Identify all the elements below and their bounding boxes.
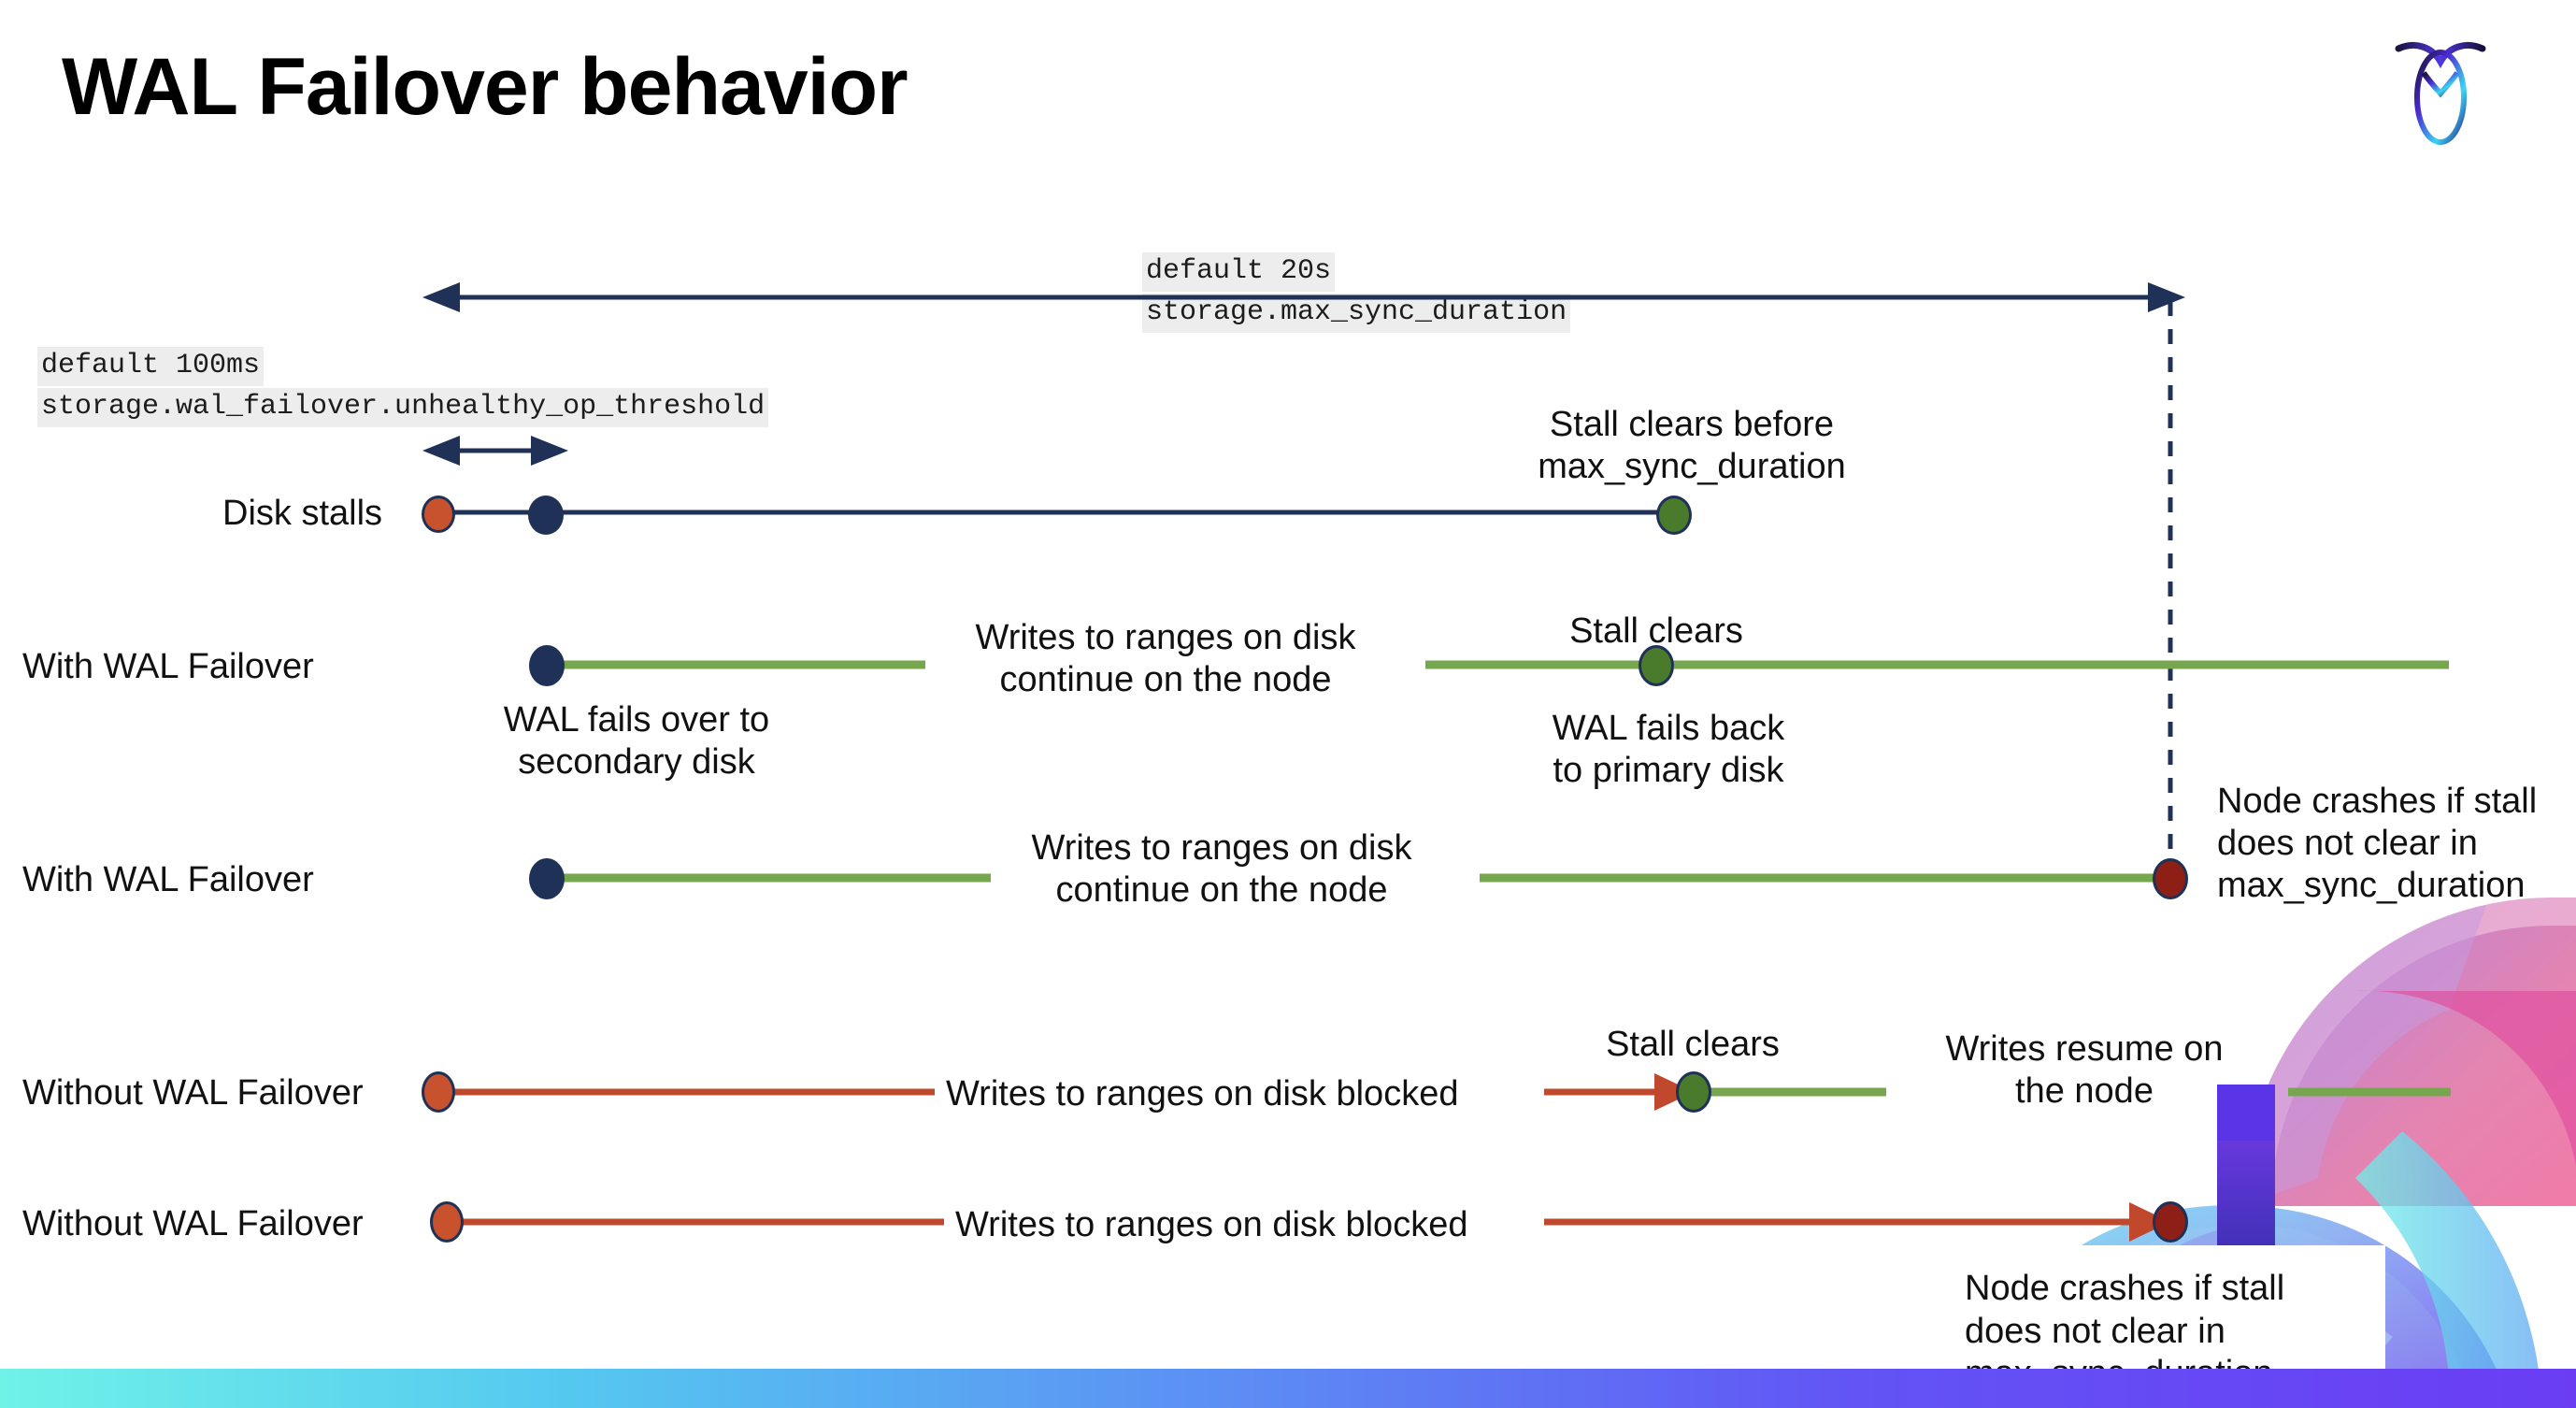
row-label-with-wal-failover-crash: With WAL Failover — [22, 860, 314, 899]
annotation-line-1: Writes to ranges on disk — [1031, 828, 1412, 868]
bottom-gradient-bar — [0, 1369, 2576, 1408]
row-label-with-wal-failover-clears: With WAL Failover — [22, 647, 314, 686]
unhealthy-threshold-setting-label: storage.wal_failover.unhealthy_op_thresh… — [37, 388, 769, 427]
dot-stall-start-row5 — [430, 1201, 464, 1243]
annotation-writes-resume-row4: Writes resume on the node — [1925, 1028, 2243, 1113]
annotation-line-2: max_sync_duration — [1538, 446, 1846, 486]
annotation-node-crashes-row3: Node crashes if stall does not clear in … — [2217, 781, 2563, 906]
annotation-stall-clears-row2: Stall clears — [1569, 611, 1743, 651]
dot-stall-start-disk-stalls — [422, 496, 455, 533]
callout-line-1: Node crashes if stall — [1965, 1269, 2285, 1308]
dot-failover-start-row3 — [529, 858, 565, 899]
annotation-stall-clears-before-max-sync: Stall clears before max_sync_duration — [1524, 404, 1860, 488]
max-sync-default-label: default 20s — [1142, 252, 1336, 292]
annotation-line-1: Stall clears before — [1549, 405, 1835, 444]
annotation-line-2: continue on the node — [999, 659, 1332, 699]
cockroachdb-logo-icon — [2389, 28, 2492, 150]
max-sync-setting-label: storage.max_sync_duration — [1142, 294, 1571, 333]
annotation-line-1: WAL fails over to — [503, 700, 770, 740]
annotation-line-2: continue on the node — [1055, 869, 1388, 910]
annotation-line-3: max_sync_duration — [2217, 865, 2526, 905]
annotation-writes-blocked-row5: Writes to ranges on disk blocked — [955, 1205, 1468, 1244]
dot-stall-start-row4 — [422, 1071, 455, 1113]
dot-stall-clears-disk-stalls — [1656, 496, 1692, 535]
row-label-without-wal-failover-crash: Without WAL Failover — [22, 1204, 364, 1243]
callout-line-2: does not clear in — [1965, 1311, 2225, 1351]
annotation-line-1: WAL fails back — [1552, 709, 1785, 748]
annotation-line-2: secondary disk — [518, 741, 755, 782]
annotation-writes-blocked-row4: Writes to ranges on disk blocked — [946, 1074, 1459, 1113]
annotation-line-2: to primary disk — [1553, 750, 1784, 790]
annotation-line-2: the node — [2015, 1070, 2154, 1111]
annotation-line-2: does not clear in — [2217, 823, 2478, 863]
annotation-wal-fails-over-row2: WAL fails over to secondary disk — [482, 699, 791, 783]
annotation-writes-continue-row3: Writes to ranges on disk continue on the… — [1002, 827, 1441, 912]
annotation-line-1: Writes resume on — [1945, 1029, 2224, 1069]
annotation-stall-clears-row4: Stall clears — [1606, 1025, 1780, 1064]
unhealthy-threshold-default-label: default 100ms — [37, 347, 265, 386]
dot-node-crash-row5 — [2153, 1201, 2188, 1243]
dot-stall-clears-row4 — [1676, 1071, 1711, 1113]
page-title: WAL Failover behavior — [62, 42, 909, 132]
row-label-disk-stalls: Disk stalls — [222, 494, 383, 533]
dot-failover-start-row2 — [529, 645, 565, 686]
dot-stall-clears-row2 — [1639, 645, 1674, 686]
dot-node-crash-row3 — [2153, 858, 2188, 899]
annotation-line-1: Node crashes if stall — [2217, 782, 2538, 821]
annotation-line-1: Writes to ranges on disk — [975, 618, 1356, 657]
annotation-wal-fails-back-row2: WAL fails back to primary disk — [1533, 708, 1804, 792]
annotation-writes-continue-row2: Writes to ranges on disk continue on the… — [946, 617, 1385, 701]
row-label-without-wal-failover-clears: Without WAL Failover — [22, 1073, 364, 1113]
dot-failover-trigger-disk-stalls — [528, 496, 564, 535]
